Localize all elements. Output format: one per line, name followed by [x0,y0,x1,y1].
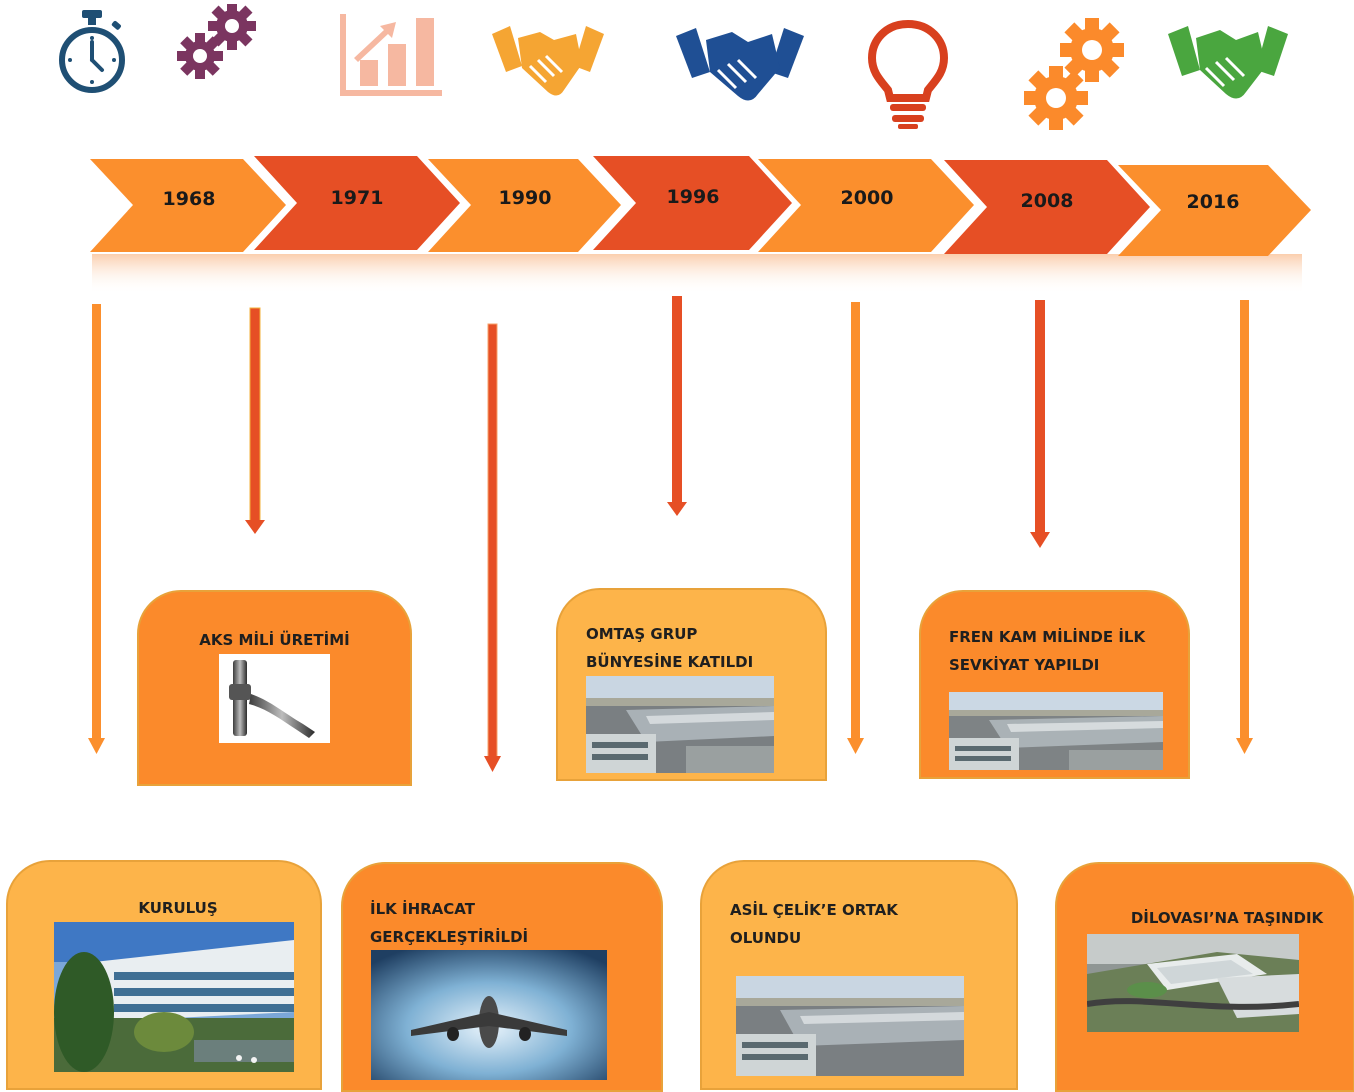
event-title-1968: KURULUŞ [138,899,218,917]
event-title-2016: DİLOVASI’NA TAŞINDIK [1130,909,1324,927]
event-title-1990-line2: GERÇEKLEŞTİRİLDİ [370,928,529,946]
year-label-2000: 2000 [840,187,894,209]
event-title-2008-line1: FREN KAM MİLİNDE İLK [949,628,1146,646]
year-label-2008: 2008 [1020,190,1074,212]
gears-icon [1018,10,1130,134]
axle-shaft-image [219,654,330,743]
chevron-1990 [428,159,621,252]
arrow-1990 [484,323,501,772]
event-card-1990: İLK İHRACAT GERÇEKLEŞTİRİLDİ [341,862,663,1092]
arrow-2008 [1030,300,1050,548]
lightbulb-icon [866,18,950,130]
event-title-1971: AKS MİLİ ÜRETİMİ [199,631,350,649]
event-card-2008: FREN KAM MİLİNDE İLK SEVKİYAT YAPILDI [919,590,1190,779]
chevron-2016 [1118,165,1311,256]
arrow-2000 [847,302,864,754]
year-label-1968: 1968 [162,188,216,210]
dilovasi-plant-render-image [1087,934,1299,1032]
connector-arrows [88,296,1253,772]
year-label-1996: 1996 [666,186,720,208]
arrow-1968 [88,304,105,754]
event-card-1971: AKS MİLİ ÜRETİMİ [137,590,412,786]
event-card-2000: ASİL ÇELİK’E ORTAK OLUNDU [700,860,1018,1090]
handshake-icon [492,20,604,106]
chevron-2008 [944,160,1150,254]
event-card-1968: KURULUŞ [6,860,322,1090]
factory-aerial-image [586,676,774,773]
growth-chart-icon [340,14,444,98]
stopwatch-icon [56,8,128,96]
chevron-1996 [593,156,792,250]
event-title-1996-line1: OMTAŞ GRUP [586,625,698,643]
event-title-2000-line2: OLUNDU [730,929,802,947]
event-title-2008-line2: SEVKİYAT YAPILDI [949,656,1100,674]
factory-aerial-image [736,976,964,1076]
headquarters-building-image [54,922,294,1072]
year-label-1971: 1971 [330,187,384,209]
factory-aerial-image [949,692,1163,770]
arrow-2016 [1236,300,1253,754]
arrow-1971 [245,307,265,534]
year-label-2016: 2016 [1186,191,1240,213]
event-card-1996: OMTAŞ GRUP BÜNYESİNE KATILDI [556,588,827,781]
chevron-1971 [254,156,460,250]
chevron-1968 [90,159,286,252]
handshake-icon [1168,18,1288,108]
event-title-2000-line1: ASİL ÇELİK’E ORTAK [730,901,898,919]
year-label-1990: 1990 [498,187,552,209]
chevron-2000 [758,159,974,252]
event-title-1990-line1: İLK İHRACAT [370,900,475,918]
gears-icon [170,4,270,80]
handshake-icon [676,20,804,108]
event-card-2016: DİLOVASI’NA TAŞINDIK [1055,862,1354,1092]
arrow-1996 [667,296,687,516]
event-title-1996-line2: BÜNYESİNE KATILDI [586,653,754,671]
timeline-chevrons [90,156,1311,294]
airplane-image [371,950,607,1080]
